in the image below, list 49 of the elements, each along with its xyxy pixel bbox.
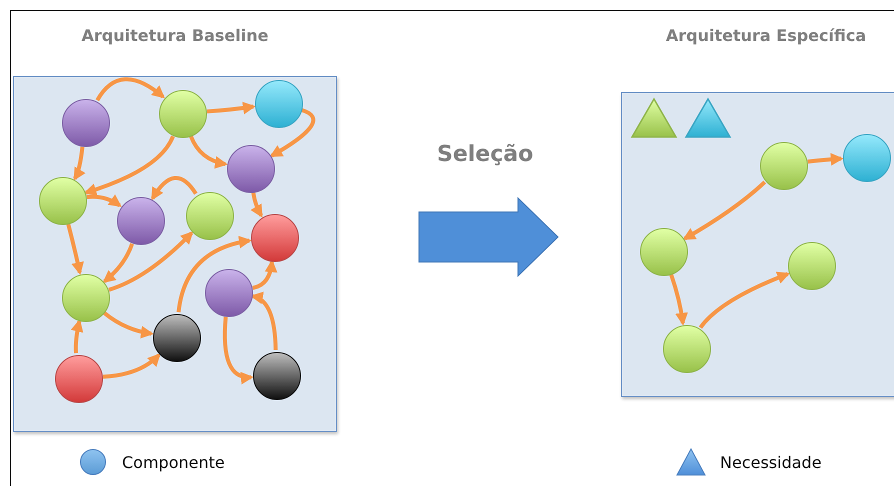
circle <box>843 134 891 182</box>
arrow <box>102 243 134 284</box>
arrow <box>189 136 228 168</box>
circle <box>55 355 103 403</box>
block-arrow <box>418 196 559 278</box>
arrow <box>669 274 688 326</box>
circle <box>788 242 836 290</box>
arrow <box>252 259 278 290</box>
arrow <box>96 77 165 102</box>
arrow <box>150 176 198 201</box>
arrow <box>66 224 84 276</box>
triangle <box>630 98 678 138</box>
arrow <box>270 108 316 158</box>
circle <box>117 197 165 245</box>
legend-label: Necessidade <box>720 452 822 472</box>
arrow <box>808 152 844 166</box>
circle <box>663 325 711 373</box>
circle <box>227 145 275 193</box>
circle <box>153 314 201 362</box>
circle <box>251 214 299 262</box>
panel-title: Arquitetura Específica <box>664 26 868 45</box>
arrow <box>83 135 175 196</box>
circle <box>62 274 110 322</box>
circle <box>760 142 808 190</box>
circle <box>186 192 234 240</box>
arrow <box>250 192 263 218</box>
legend-label: Componente <box>122 452 225 472</box>
arrow <box>698 272 790 329</box>
arrow <box>250 292 278 350</box>
circle <box>62 99 110 147</box>
arrow <box>222 316 254 384</box>
triangle <box>684 98 732 138</box>
circle <box>640 228 688 276</box>
arrow <box>682 180 766 240</box>
panel-title: Arquitetura Baseline <box>80 26 270 45</box>
circle <box>205 269 253 317</box>
arrow <box>103 311 154 338</box>
arrow <box>108 231 194 292</box>
circle <box>253 352 301 400</box>
arrow <box>70 318 84 354</box>
circle <box>255 80 303 128</box>
circle <box>159 90 207 138</box>
circle <box>39 177 87 225</box>
arrow <box>206 102 256 114</box>
arrow <box>176 236 252 312</box>
arrow <box>73 146 86 181</box>
edge-label: Seleção <box>437 142 534 167</box>
arrow <box>102 353 161 379</box>
arrow <box>86 194 122 208</box>
